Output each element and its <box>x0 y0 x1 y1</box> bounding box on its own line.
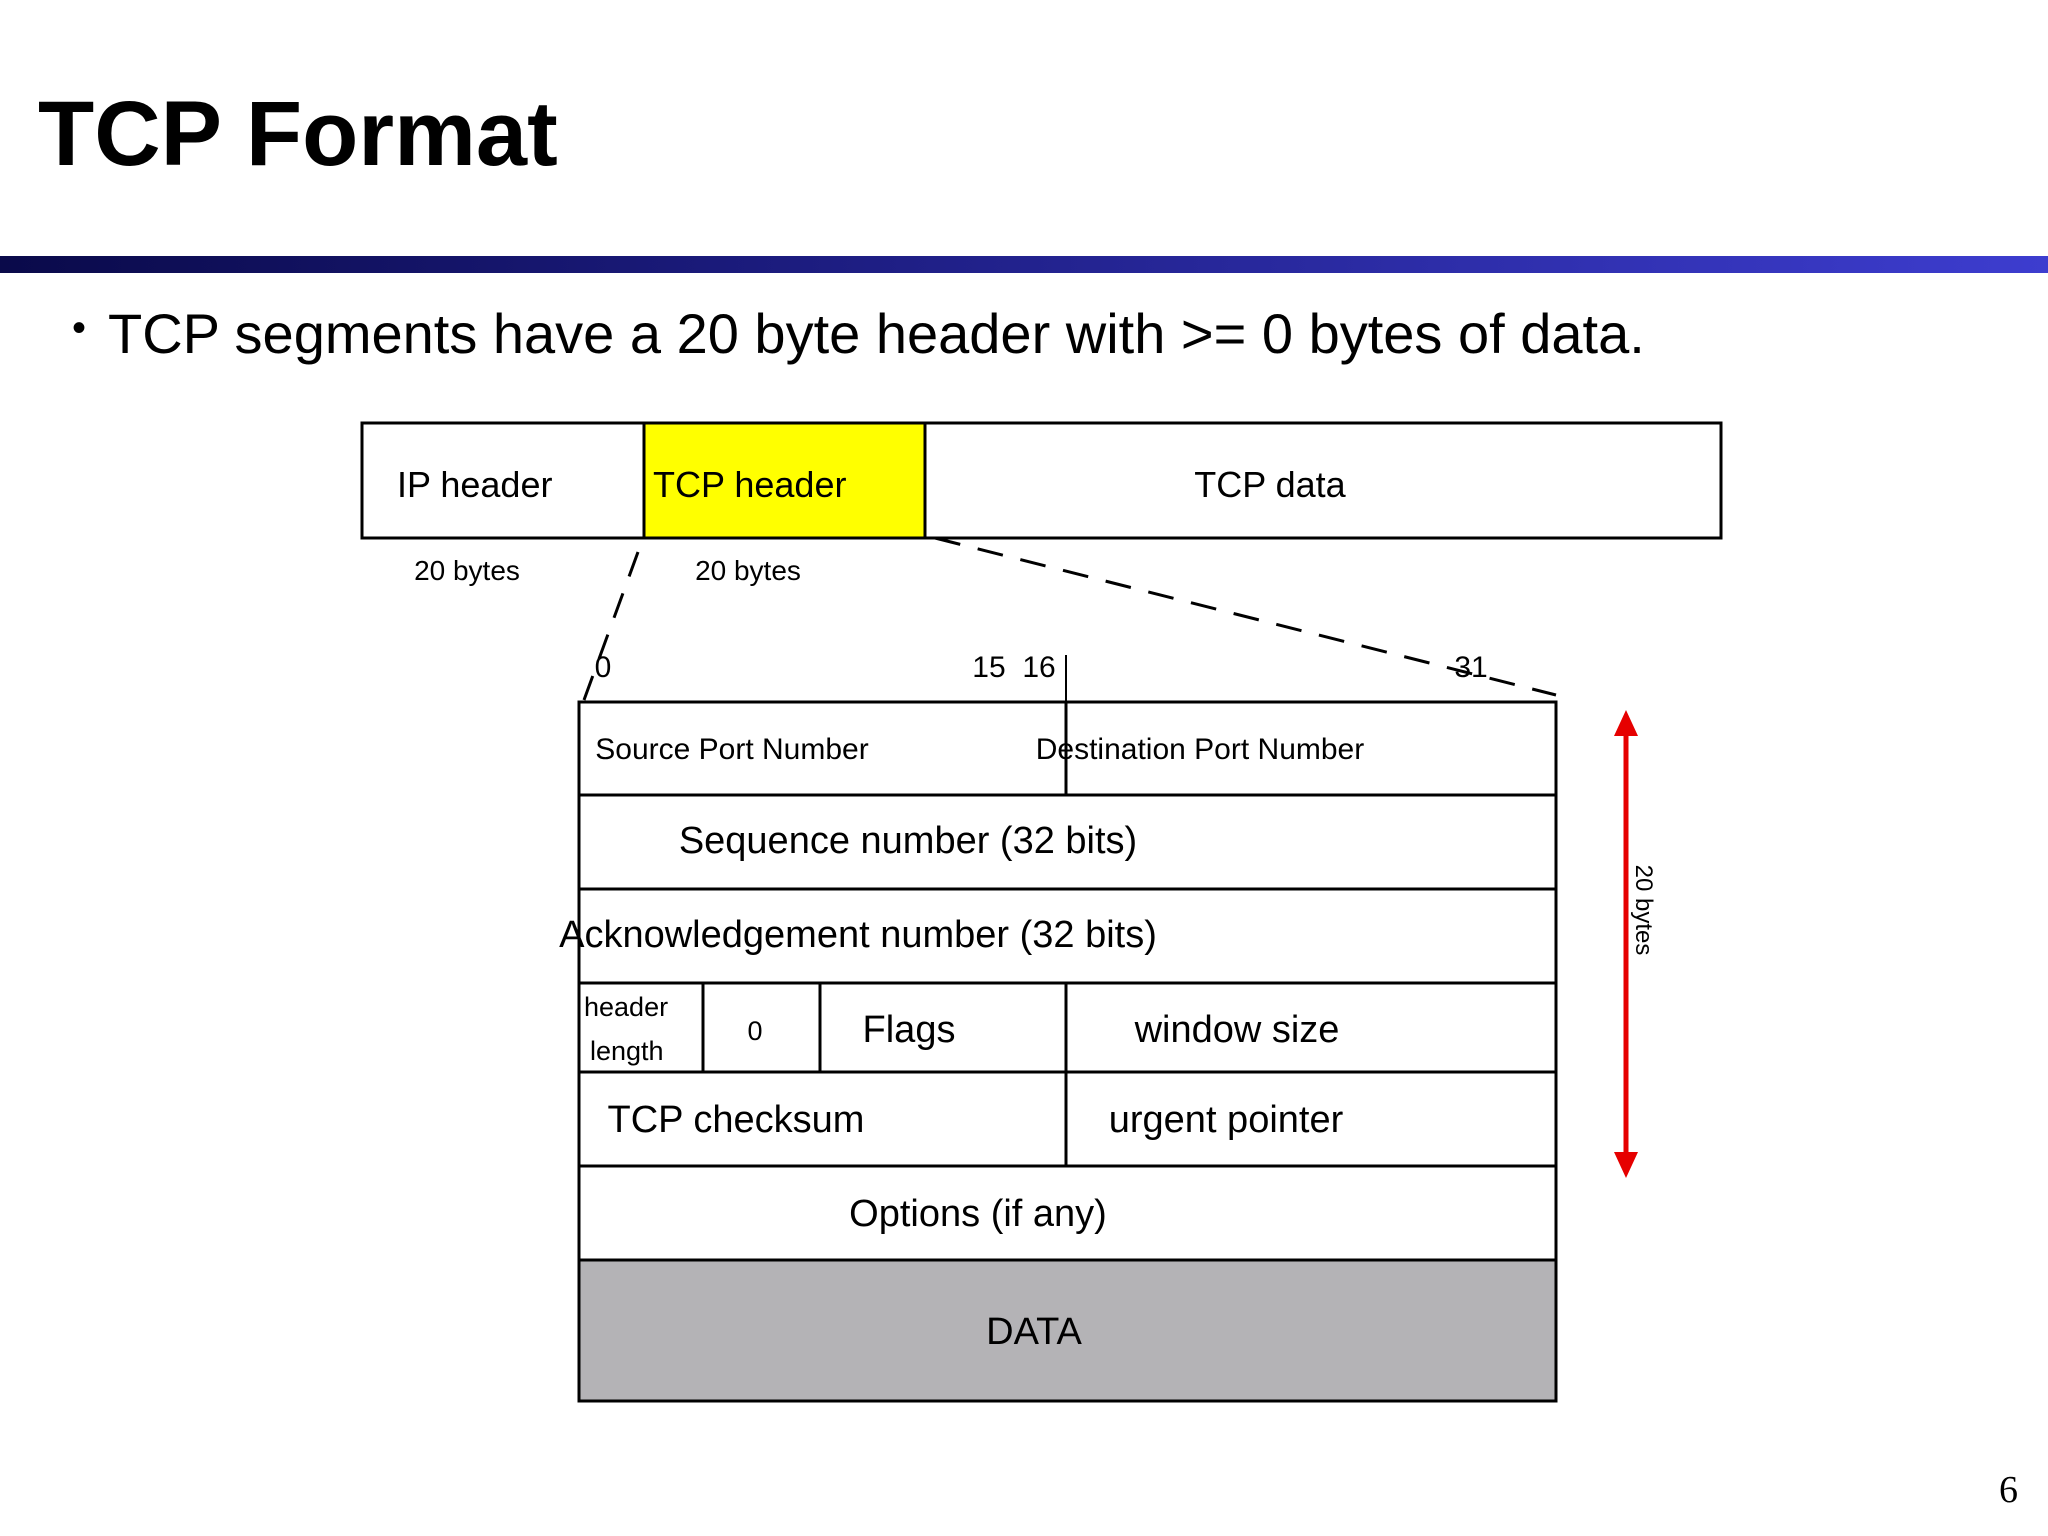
zoom-line-right <box>934 536 1557 697</box>
zoom-lines <box>582 536 1557 701</box>
window-size-field: window size <box>1134 1009 1340 1051</box>
options-field: Options (if any) <box>849 1193 1107 1235</box>
header-size-indicator: 20 bytes <box>1614 710 1657 1178</box>
destination-port-field: Destination Port Number <box>1036 733 1364 766</box>
header-length-line2: length <box>590 1036 664 1066</box>
bit-positions: 0 15 16 31 <box>595 651 1488 702</box>
bullet-symbol: • <box>72 306 87 350</box>
tcp-size-label: 20 bytes <box>695 555 801 586</box>
title-divider <box>0 256 2048 273</box>
header-length-line1: header <box>584 992 668 1022</box>
ip-header-label: IP header <box>397 464 552 505</box>
tcp-header-box <box>642 421 927 540</box>
bit-mid-label: 15 16 <box>972 651 1055 684</box>
ip-header-box <box>360 421 646 540</box>
flags-field: Flags <box>863 1009 956 1051</box>
checksum-field: TCP checksum <box>608 1099 865 1141</box>
tcp-header-grid: Source Port Number Destination Port Numb… <box>559 700 1558 1403</box>
reserved-field: 0 <box>747 1016 762 1046</box>
size-arrow-head-up <box>1614 710 1638 736</box>
packet-overview: IP header TCP header TCP data 20 bytes 2… <box>360 421 1723 586</box>
data-field: DATA <box>986 1311 1082 1353</box>
page-number: 6 <box>1999 1469 2018 1511</box>
slide-title: TCP Format <box>38 83 558 185</box>
tcp-data-box <box>923 421 1723 540</box>
bit-end-label: 31 <box>1454 651 1487 684</box>
source-port-field: Source Port Number <box>595 733 868 766</box>
ip-size-label: 20 bytes <box>414 555 520 586</box>
sequence-number-field: Sequence number (32 bits) <box>679 820 1137 862</box>
bullet-item: •TCP segments have a 20 byte header with… <box>72 306 1645 362</box>
bit-start-label: 0 <box>595 651 612 684</box>
acknowledgement-number-field: Acknowledgement number (32 bits) <box>559 914 1157 956</box>
tcp-data-label: TCP data <box>1194 464 1346 505</box>
header-size-label: 20 bytes <box>1630 865 1657 956</box>
tcp-header-label: TCP header <box>653 464 846 505</box>
data-area <box>579 1260 1556 1401</box>
urgent-pointer-field: urgent pointer <box>1109 1099 1344 1141</box>
bullet-text: TCP segments have a 20 byte header with … <box>108 302 1645 365</box>
size-arrow-head-down <box>1614 1152 1638 1178</box>
